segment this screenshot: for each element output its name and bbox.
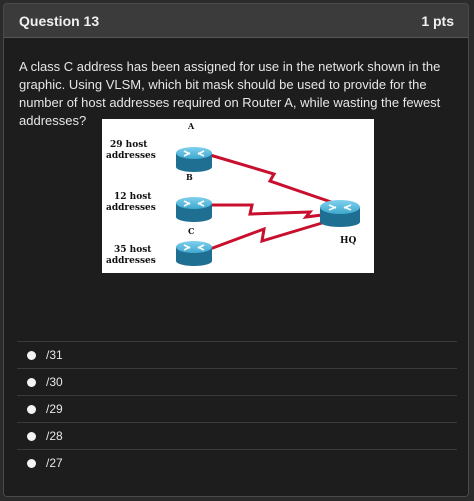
question-points: 1 pts (421, 12, 454, 29)
router-a-icon (176, 147, 212, 172)
answer-option[interactable]: /28 (17, 422, 457, 449)
router-b-label: B (186, 172, 193, 182)
answer-option[interactable]: /29 (17, 395, 457, 422)
router-c-icon (176, 241, 212, 266)
network-diagram-svg: A 29 host addresses B 12 host addresses … (106, 121, 360, 266)
answer-option[interactable]: /27 (17, 449, 457, 476)
router-hq-icon (320, 200, 360, 227)
link-a-hq (209, 153, 335, 205)
router-a-hosts-line2: addresses (106, 151, 156, 161)
link-c-hq (209, 221, 323, 251)
network-diagram: A 29 host addresses B 12 host addresses … (102, 119, 374, 273)
router-a-hosts-line1: 29 host (110, 140, 148, 150)
router-c-label: C (188, 226, 194, 236)
question-title: Question 13 (19, 12, 100, 29)
router-c-hosts-line2: addresses (106, 256, 156, 266)
answer-list: /31 /30 /29 /28 /27 (17, 341, 457, 476)
router-b-hosts-line1: 12 host (114, 192, 152, 202)
answer-option[interactable]: /30 (17, 368, 457, 395)
radio-button-icon[interactable] (27, 431, 36, 441)
answer-label: /28 (46, 429, 63, 443)
answer-label: /31 (46, 348, 63, 362)
answer-label: /30 (46, 375, 63, 389)
router-b-icon (176, 197, 212, 222)
radio-button-icon[interactable] (27, 458, 36, 468)
question-text: A class C address has been assigned for … (19, 59, 441, 128)
answer-option[interactable]: /31 (17, 341, 457, 368)
radio-button-icon[interactable] (27, 404, 36, 414)
router-c-hosts-line1: 35 host (114, 245, 152, 255)
router-a-label: A (187, 121, 195, 131)
question-card: Question 13 1 pts A class C address has … (3, 3, 469, 497)
link-b-hq (210, 203, 323, 219)
radio-button-icon[interactable] (27, 377, 36, 387)
answer-label: /29 (46, 402, 63, 416)
router-b-hosts-line2: addresses (106, 203, 156, 213)
router-hq-label: HQ (340, 236, 357, 246)
radio-button-icon[interactable] (27, 350, 36, 360)
question-header: Question 13 1 pts (4, 4, 468, 38)
answer-label: /27 (46, 456, 63, 470)
